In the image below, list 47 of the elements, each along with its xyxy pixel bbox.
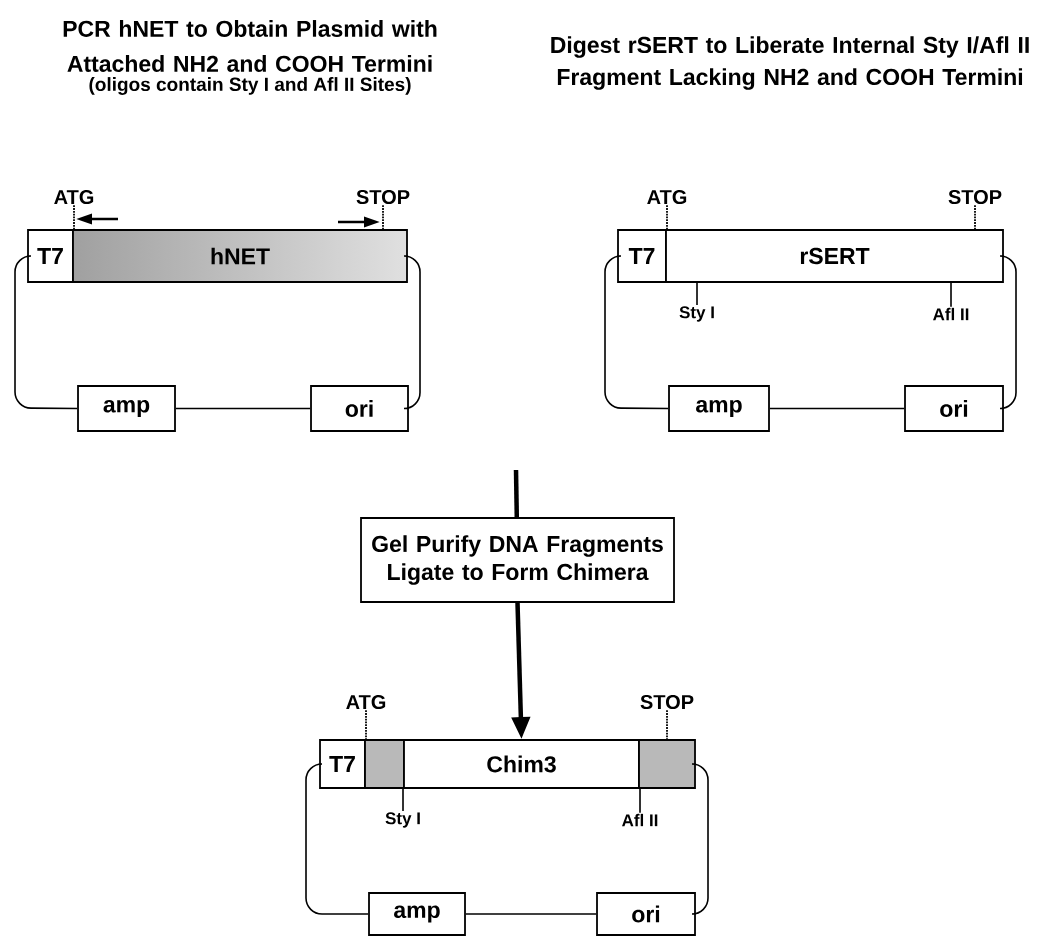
site-label: Sty I (679, 306, 714, 322)
gene-segment-box: ori (904, 385, 1004, 432)
gene-segment-box: T7 (319, 739, 366, 789)
gene-segment-box: ori (310, 385, 409, 432)
shaded-segment-box (364, 739, 405, 789)
site-label: Sty I (385, 812, 420, 828)
plasmid-backbone (604, 255, 669, 410)
leader-line (974, 204, 976, 230)
gene-segment-box: Chim3 (403, 739, 640, 789)
leader-line (365, 709, 367, 740)
gene-segment-box: amp (368, 892, 466, 936)
leader-line (696, 282, 698, 306)
site-label: STOP (948, 189, 1002, 205)
site-label: ATG (54, 189, 94, 205)
gene-segment-box: hNET (72, 229, 408, 283)
leader-line (382, 204, 384, 230)
heading: Digest rSERT to Liberate Internal Sty I/Afl II Fragment Lacking NH2 and COOH Termini (551, 36, 1029, 90)
site-label: STOP (640, 694, 694, 710)
plasmid-backbone (691, 763, 709, 915)
leader-line (639, 788, 641, 814)
leader-line (950, 282, 952, 308)
leader-line (666, 204, 668, 230)
plasmid-backbone (769, 407, 905, 410)
site-label: Afl II (622, 813, 658, 827)
leader-line (73, 204, 75, 230)
plasmid-backbone (999, 255, 1017, 410)
site-label: ATG (647, 189, 687, 205)
gene-segment-box: amp (668, 385, 770, 432)
gene-segment-box: ori (596, 892, 696, 936)
leader-line (666, 709, 668, 740)
site-label: Afl II (933, 307, 969, 321)
gene-segment-box: T7 (27, 229, 74, 283)
plasmid-backbone (403, 255, 421, 410)
plasmid-backbone (14, 255, 78, 410)
site-label: STOP (356, 189, 410, 205)
plasmid-backbone (305, 763, 369, 915)
subheading: (oligos contain Sty I and Afl II Sites) (89, 77, 411, 95)
gene-segment-box: amp (77, 385, 176, 432)
plasmid-backbone (465, 913, 597, 915)
site-label: ATG (346, 694, 386, 710)
plasmid-backbone (175, 407, 311, 410)
leader-line (402, 788, 404, 812)
gene-segment-box: T7 (617, 229, 667, 283)
flow-line (513, 469, 520, 518)
process-box: Gel Purify DNA Fragments Ligate to Form Chimera (360, 517, 675, 603)
heading: PCR hNET to Obtain Plasmid with Attached NH2 and COOH Termini (63, 20, 437, 72)
shaded-segment-box (638, 739, 696, 789)
